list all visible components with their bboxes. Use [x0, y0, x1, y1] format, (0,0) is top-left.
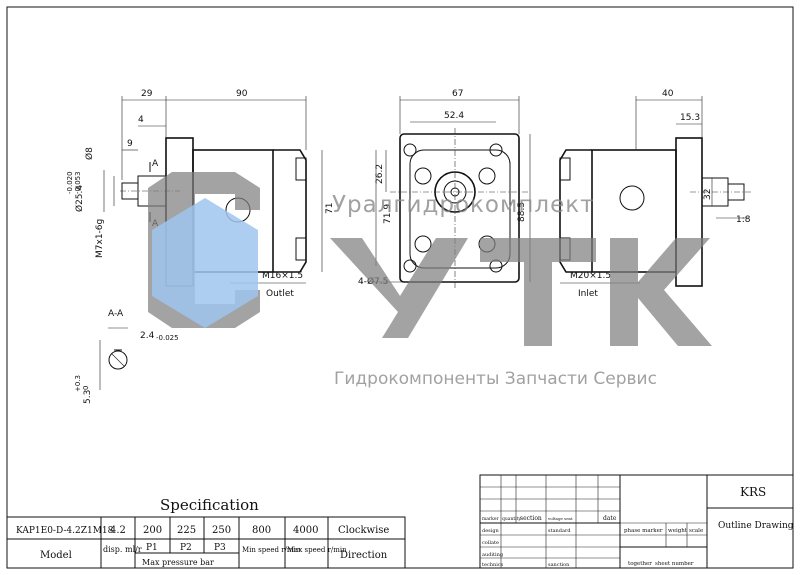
dim-71: 71: [325, 203, 335, 214]
spec-max-speed-label: Max speed r/min: [287, 546, 347, 554]
spec-p1-label: P1: [146, 543, 158, 553]
inlet-thread: M20×1.5: [570, 271, 611, 281]
watermark-company-banner: Уралгидрокомплект: [332, 192, 595, 218]
spec-direction-value: Clockwise: [338, 525, 389, 536]
spec-disp-label: disp. ml/r: [103, 545, 142, 554]
dim-26-2: 26.2: [375, 164, 385, 184]
dim-dia-25-tol-top: -0.020: [66, 171, 74, 194]
title-block: [479, 474, 794, 569]
tb-weight: weight: [668, 528, 688, 534]
dim-dia-25: Ø25.4: [74, 185, 85, 212]
dim-52-4: 52.4: [444, 111, 464, 121]
dim-32: 32: [703, 189, 713, 200]
shaft-thread: M7x1-6g: [95, 219, 105, 258]
key-height-tol-bot: 0: [82, 386, 90, 390]
taper-ratio: 1:8: [736, 215, 751, 225]
dim-15-3: 15.3: [680, 113, 700, 123]
tb-header-sanction: sanction: [548, 562, 570, 568]
tb-row-design: design: [482, 528, 500, 534]
key-height-tol-top: +0.3: [74, 375, 82, 392]
tb-company: KRS: [740, 485, 766, 499]
dim-88-5: 88.5: [517, 202, 527, 222]
drawing-frame: [6, 6, 794, 569]
tb-scale: scale: [689, 528, 703, 534]
tb-row-technics: technics: [482, 562, 504, 568]
tb-header-marker: marker: [482, 516, 499, 522]
tb-header-voltage-seat: voltage seat: [547, 516, 573, 521]
watermark-tagline: Гидрокомпоненты Запчасти Сервис: [334, 369, 657, 389]
tb-header-quantity: quantity: [502, 516, 521, 522]
dim-71-9: 71.9: [383, 204, 393, 224]
section-aa-label: A-A: [108, 309, 124, 319]
tb-sheet-number: sheet number: [655, 561, 694, 567]
tb-phase-marker: phase marker: [624, 528, 663, 534]
spec-disp-value: 4.2: [110, 525, 126, 536]
spec-p2-value: 225: [177, 525, 196, 536]
key-height: 5.3: [83, 390, 93, 404]
spec-p3-value: 250: [212, 525, 231, 536]
spec-pressure-label: Max pressure bar: [142, 558, 214, 567]
tb-header-date: date: [603, 515, 617, 522]
tb-header-section: section: [520, 515, 542, 522]
spec-p2-label: P2: [180, 543, 192, 553]
dim-90: 90: [236, 89, 248, 99]
tb-together: together: [628, 561, 652, 567]
spec-model-value: KAP1E0-D-4.2Z1M18: [16, 526, 114, 536]
key-width: 2.4: [140, 331, 155, 341]
outlet-label: Outlet: [266, 289, 294, 299]
spec-direction-label: Direction: [340, 550, 388, 561]
dim-dia-8: Ø8: [84, 147, 95, 160]
inlet-label: Inlet: [578, 289, 598, 299]
spec-table: [6, 516, 406, 569]
spec-title: Specification: [160, 496, 259, 514]
outlet-thread: M16×1.5: [262, 271, 303, 281]
spec-p1-value: 200: [143, 525, 162, 536]
tb-header-standard: standard: [548, 528, 571, 534]
dim-67: 67: [452, 89, 463, 99]
spec-min-speed-label: Min speed r/min: [242, 546, 301, 554]
spec-model-label: Model: [40, 550, 72, 561]
section-aa-view: [99, 327, 128, 390]
dim-4: 4: [138, 115, 144, 125]
section-a-top: A: [152, 159, 159, 169]
watermark-logo: [148, 172, 712, 346]
dim-40: 40: [662, 89, 674, 99]
dim-9: 9: [127, 139, 133, 149]
spec-max-speed-value: 4000: [293, 525, 318, 536]
tb-drawing-title: Outline Drawing: [718, 521, 794, 531]
dim-dia-25-tol-bot: -0.053: [74, 171, 82, 194]
key-width-tol: -0.025: [156, 334, 179, 342]
tb-row-auditing: auditing: [482, 552, 504, 558]
dim-29: 29: [141, 89, 153, 99]
spec-min-speed-value: 800: [252, 525, 271, 536]
logo-blue-shape: [152, 198, 258, 328]
tb-row-collate: collate: [482, 540, 499, 546]
spec-p3-label: P3: [214, 543, 226, 553]
